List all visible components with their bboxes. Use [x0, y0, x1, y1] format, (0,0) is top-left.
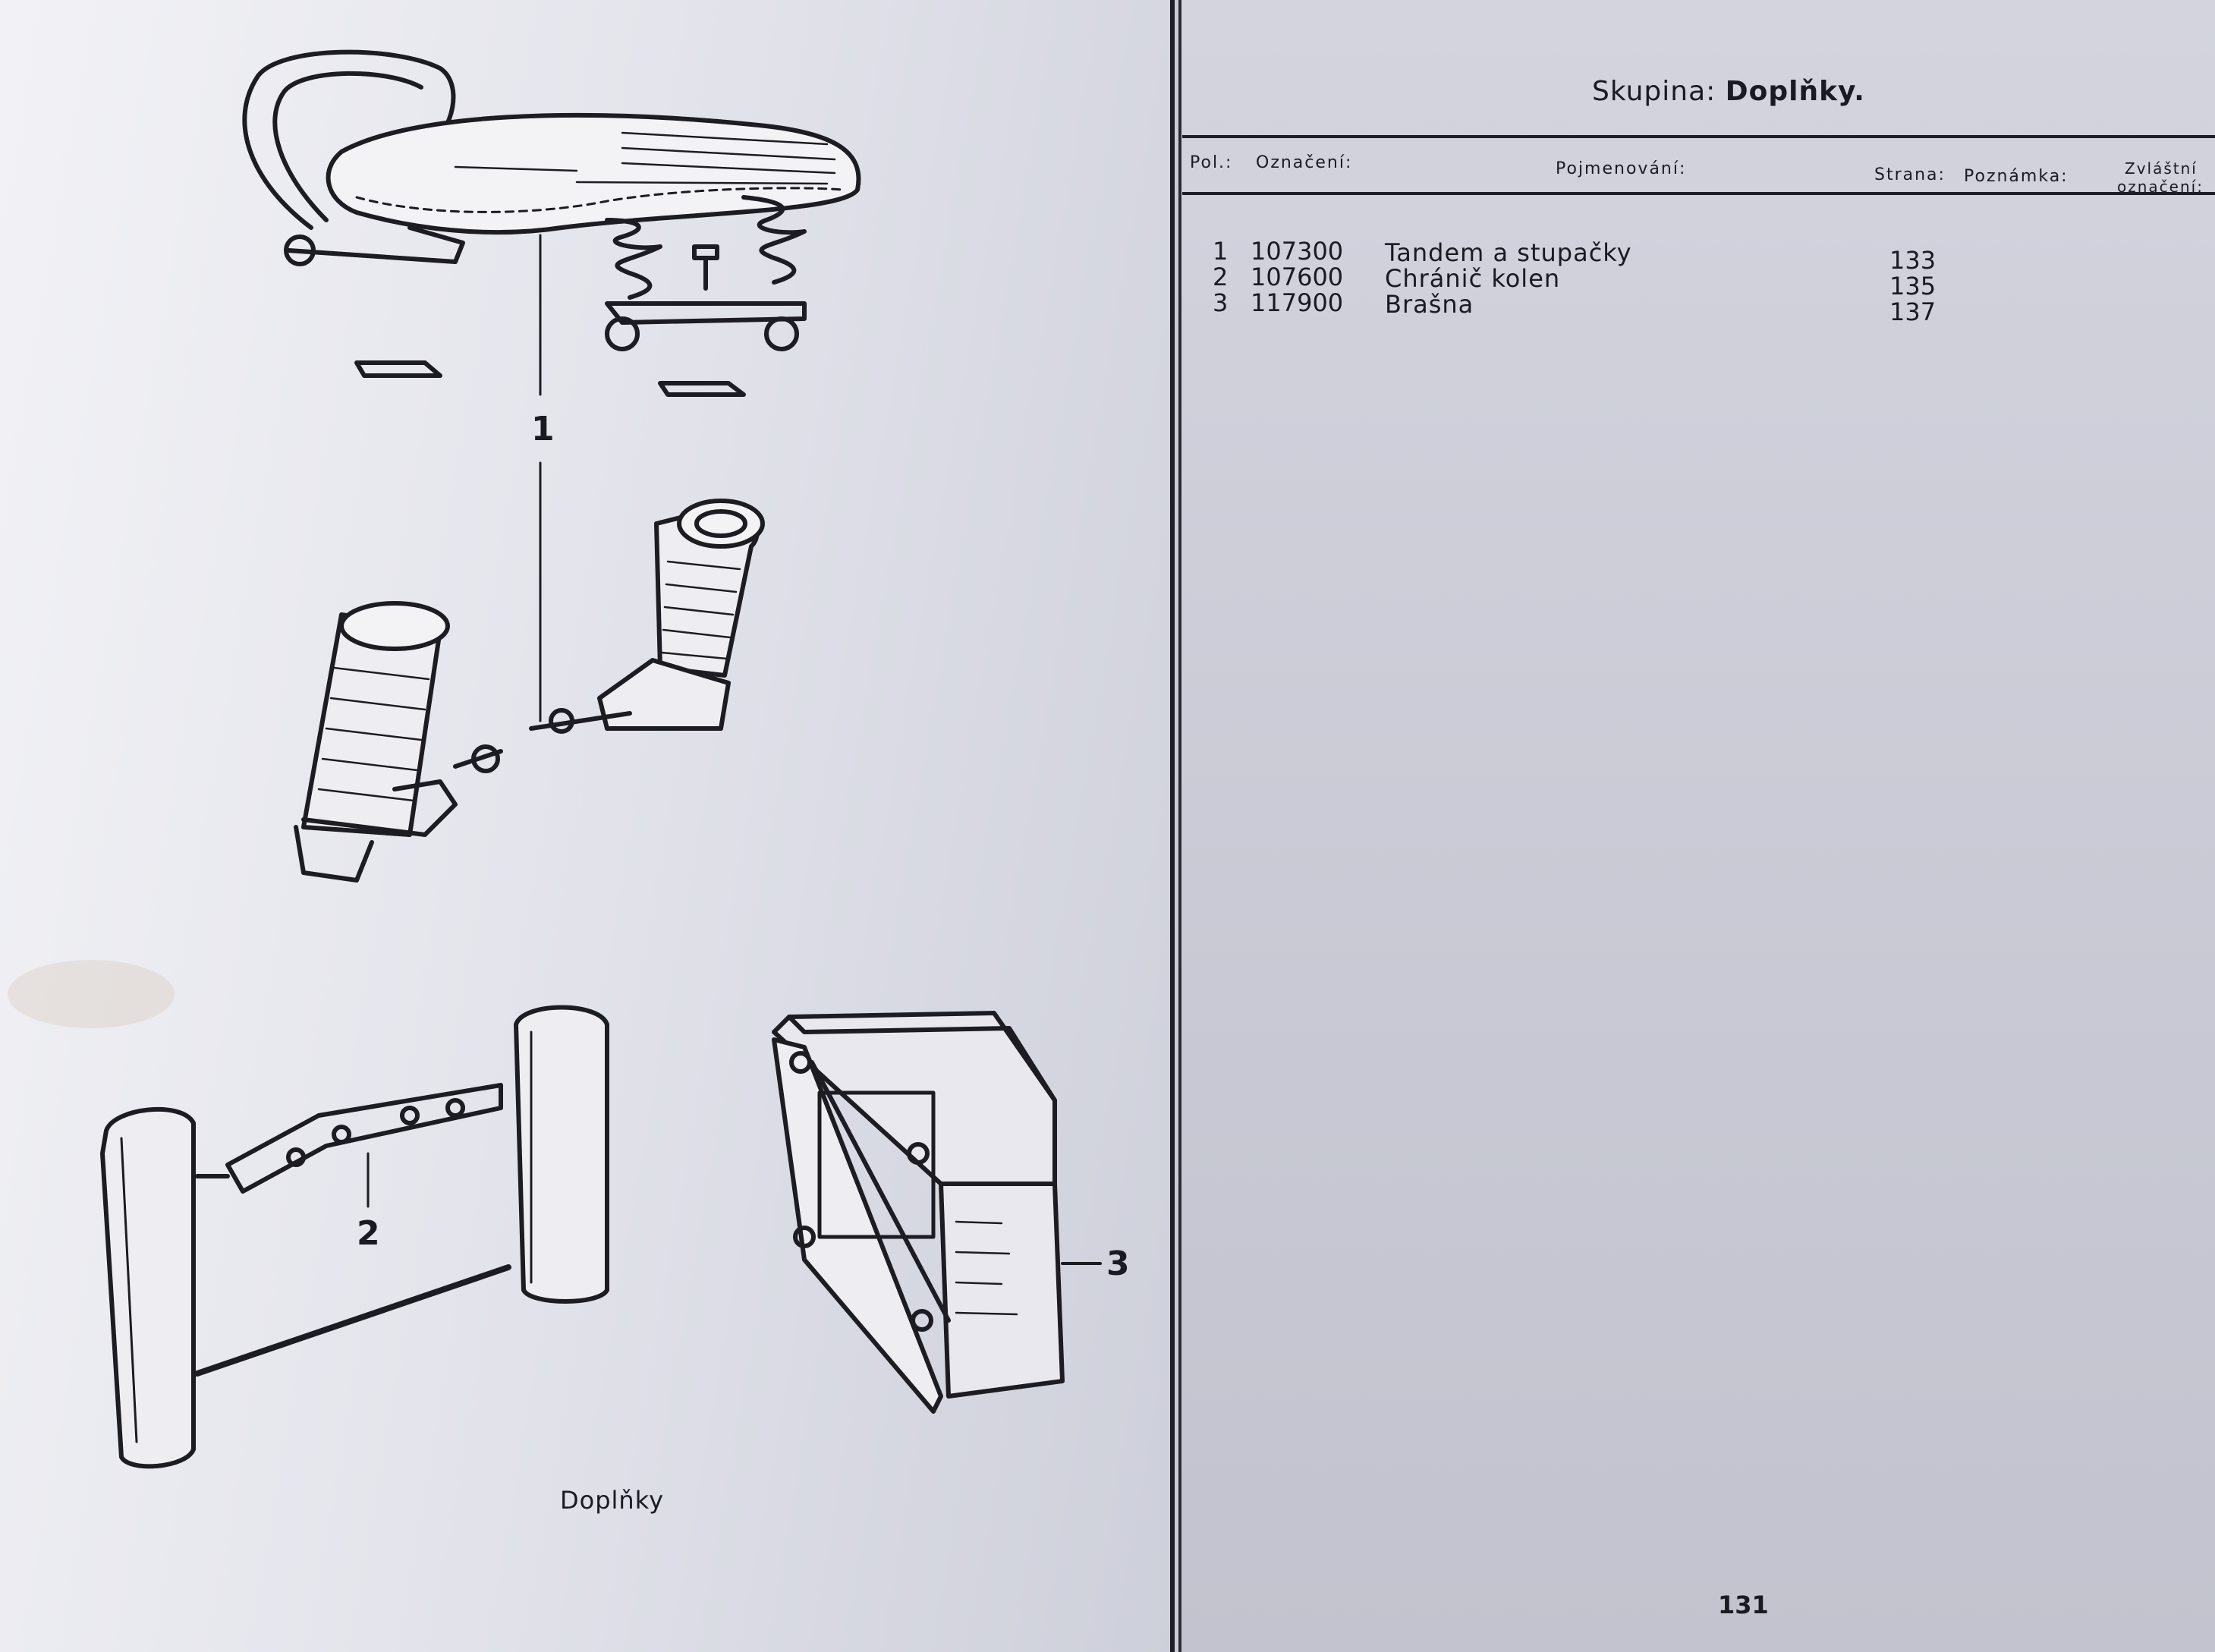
group-title: Skupina: Doplňky. [1592, 76, 1865, 107]
accessories-illustration [8, 49, 1102, 1469]
group-label: Skupina: [1592, 76, 1716, 107]
col-header-designation: Označení: [1256, 153, 1353, 172]
col-header-special-2: označení: [2117, 178, 2204, 196]
row-code: 117900 [1251, 288, 1344, 317]
footrests-drawing [294, 499, 765, 883]
callout-1: 1 [531, 410, 555, 448]
row-page: 133 [1889, 246, 1937, 275]
row-code: 107300 [1251, 237, 1344, 266]
row-code: 107600 [1251, 263, 1344, 291]
book-spine [1170, 0, 1175, 1652]
callout-3: 3 [1106, 1245, 1130, 1283]
book-spine-shadow [1178, 0, 1181, 1652]
bag-drawing [772, 1011, 1102, 1414]
header-top-rule [1182, 135, 2215, 138]
col-header-pos: Pol.: [1190, 153, 1233, 172]
right-page [1181, 0, 2215, 1652]
row-name: Chránič kolen [1385, 264, 1561, 293]
header-bottom-rule [1182, 192, 2215, 195]
row-page: 135 [1889, 272, 1937, 301]
col-header-note: Poznámka: [1964, 167, 2069, 186]
knee-guards-drawing [100, 1005, 609, 1469]
row-name: Brašna [1385, 290, 1474, 319]
row-pos: 2 [1213, 263, 1229, 291]
page-number: 131 [1718, 1591, 1769, 1619]
row-name: Tandem a stupačky [1385, 238, 1632, 267]
col-header-special-1: Zvláštní [2125, 159, 2198, 178]
group-name: Doplňky. [1725, 76, 1865, 107]
row-page: 137 [1889, 297, 1937, 326]
row-pos: 3 [1213, 288, 1229, 317]
tandem-saddle-drawing [242, 49, 861, 397]
row-pos: 1 [1213, 237, 1229, 266]
callout-2: 2 [357, 1214, 380, 1253]
figure-caption: Doplňky [560, 1486, 665, 1515]
col-header-page: Strana: [1874, 165, 1946, 184]
col-header-name: Pojmenování: [1556, 159, 1687, 178]
